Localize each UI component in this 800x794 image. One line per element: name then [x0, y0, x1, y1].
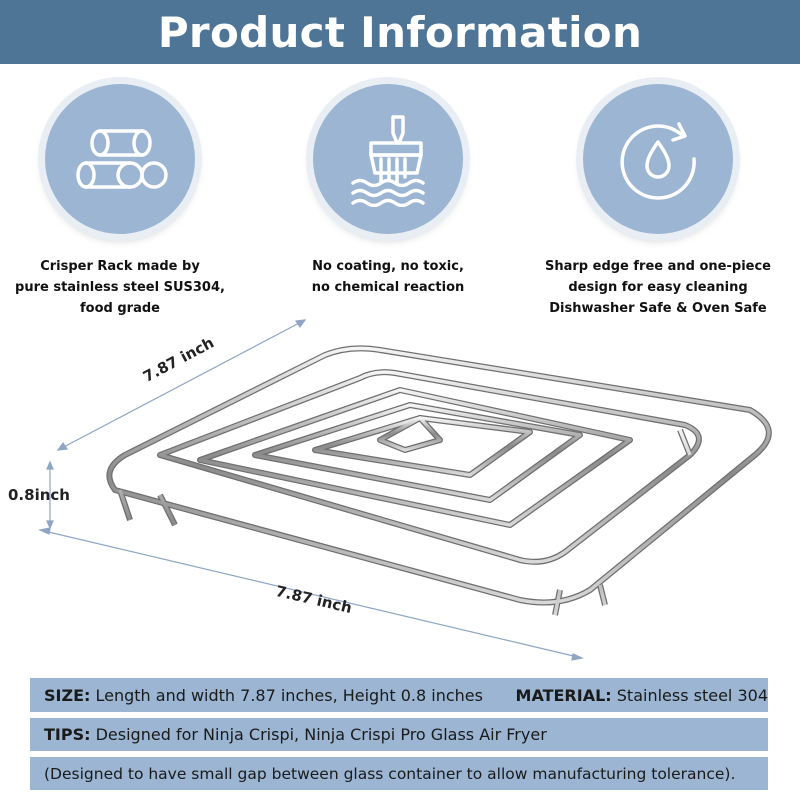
- size-value: Length and width 7.87 inches, Height 0.8…: [95, 685, 483, 705]
- feature-circle: [583, 84, 733, 234]
- note-bar: (Designed to have small gap between glas…: [30, 757, 768, 790]
- page-title: Product Information: [157, 7, 643, 57]
- header-banner: Product Information: [0, 0, 800, 64]
- material-value: Stainless steel 304: [616, 685, 768, 705]
- water-drop-cycle-icon: [620, 122, 696, 200]
- tips-label: TIPS:: [44, 725, 91, 744]
- tips-value: Designed for Ninja Crispi, Ninja Crispi …: [95, 725, 547, 744]
- feature-coating: No coating, no toxic, no chemical reacti…: [268, 84, 508, 298]
- tolerance-note: (Designed to have small gap between glas…: [44, 764, 736, 783]
- feature-text: Crisper Rack made by pure stainless stee…: [15, 259, 225, 316]
- feature-text: Sharp edge free and one-piece design for…: [545, 259, 771, 316]
- brush-icon: [351, 115, 425, 207]
- size-material-bar: SIZE: Length and width 7.87 inches, Heig…: [30, 678, 768, 712]
- pipes-icon: [76, 129, 168, 189]
- dimension-height-label: 0.8inch: [8, 486, 70, 504]
- rack-illustration: [38, 319, 772, 661]
- material-label: MATERIAL:: [515, 685, 612, 705]
- feature-text: No coating, no toxic, no chemical reacti…: [311, 259, 465, 295]
- feature-circle: [313, 84, 463, 234]
- tips-bar: TIPS: Designed for Ninja Crispi, Ninja C…: [30, 718, 768, 751]
- feature-circle: [45, 84, 195, 234]
- size-label: SIZE:: [44, 685, 91, 705]
- feature-material: Crisper Rack made by pure stainless stee…: [0, 84, 240, 319]
- feature-cleaning: Sharp edge free and one-piece design for…: [538, 84, 778, 319]
